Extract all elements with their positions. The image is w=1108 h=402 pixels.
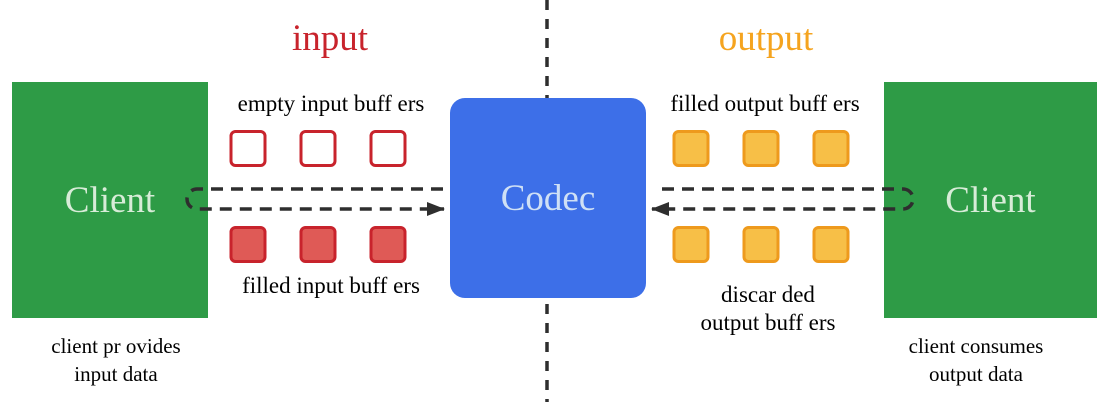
discarded-output-buffers-label-line1: discar ded: [721, 282, 815, 307]
discarded-output-buffer-square: [672, 226, 710, 263]
empty-input-buffers-row: [229, 130, 407, 167]
discarded-output-buffer-square: [812, 226, 850, 263]
discarded-output-buffers-label-line2: output buff ers: [700, 310, 836, 335]
right-client-box: Client: [884, 82, 1097, 318]
filled-output-buffers-row: [672, 130, 850, 167]
filled-input-buffers-label: filled input buff ers: [242, 273, 420, 298]
discarded-output-buffer-square: [742, 226, 780, 263]
right-client-label: Client: [945, 179, 1036, 221]
filled-input-buffer-square: [229, 226, 267, 263]
filled-input-buffers-row: [229, 226, 407, 263]
filled-output-buffer-square: [672, 130, 710, 167]
codec-label: Codec: [500, 177, 596, 219]
input-section-title: input: [291, 18, 369, 59]
filled-input-buffer-square: [299, 226, 337, 263]
right-client-caption-line2: output data: [929, 362, 1023, 386]
left-client-caption-line1: client pr ovides: [51, 334, 181, 358]
output-section-title: output: [718, 18, 814, 59]
left-client-caption-line2: input data: [74, 362, 158, 386]
empty-input-buffer-square: [229, 130, 267, 167]
filled-input-buffer-square: [369, 226, 407, 263]
discarded-output-buffers-row: [672, 226, 850, 263]
left-client-box: Client: [12, 82, 208, 318]
filled-output-buffer-square: [812, 130, 850, 167]
right-client-caption-line1: client consumes: [908, 334, 1044, 358]
codec-box: Codec: [450, 98, 646, 298]
empty-input-buffer-square: [369, 130, 407, 167]
right-client-caption: client consumes output data: [909, 332, 1044, 388]
empty-input-buffers-label: empty input buff ers: [237, 91, 425, 116]
left-client-caption: client pr ovides input data: [51, 332, 180, 388]
empty-input-buffer-square: [299, 130, 337, 167]
left-client-label: Client: [64, 179, 156, 221]
filled-output-buffers-label: filled output buff ers: [670, 91, 860, 116]
filled-output-buffer-square: [742, 130, 780, 167]
